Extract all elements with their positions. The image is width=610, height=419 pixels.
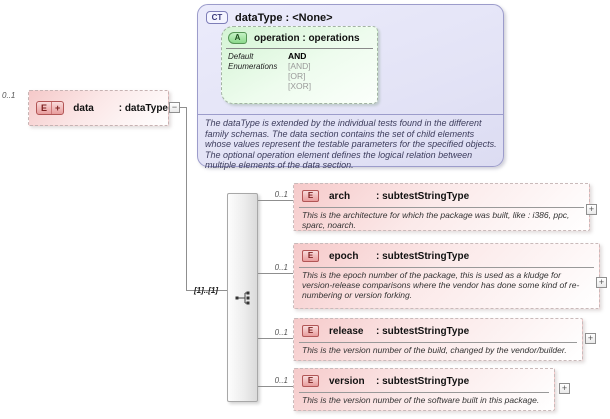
facet-value: [AND] — [288, 61, 311, 71]
cardinality-label: 0..1 — [2, 91, 16, 100]
connector-line — [258, 386, 293, 387]
facet-label: Default — [228, 52, 254, 61]
cardinality-label: 0..1 — [274, 328, 288, 337]
facet-value: [XOR] — [288, 81, 312, 91]
complextype-icon: CT — [206, 11, 228, 24]
element-name: release — [329, 325, 364, 337]
separator — [226, 48, 373, 49]
element-arch[interactable]: E arch : subtestStringType This is the a… — [293, 183, 590, 231]
connector-line — [186, 107, 187, 291]
attribute-operation[interactable]: A operation : operations Default AND Enu… — [221, 26, 378, 104]
expand-button[interactable]: + — [596, 277, 607, 288]
element-version[interactable]: E version : subtestStringType This is th… — [293, 368, 555, 411]
element-icon: E — [302, 190, 319, 202]
connector-line — [258, 338, 293, 339]
compositor-cardinality-label: [1]..[1] — [194, 286, 218, 295]
attribute-header: A operation : operations — [222, 27, 377, 44]
separator — [198, 114, 503, 115]
separator — [299, 267, 594, 268]
complextype-panel: CT dataType : <None> A operation : opera… — [197, 4, 504, 170]
element-type: : subtestStringType — [376, 190, 470, 202]
element-type: : dataType — [118, 102, 168, 114]
element-type: : subtestStringType — [376, 325, 470, 337]
element-description: This is the architecture for which the p… — [302, 210, 570, 231]
element-icon: E — [302, 325, 319, 337]
element-type: : subtestStringType — [376, 375, 470, 387]
element-epoch[interactable]: E epoch : subtestStringType This is the … — [293, 243, 600, 309]
attribute-title: operation : operations — [254, 32, 360, 44]
element-badge-letter: E — [37, 102, 53, 114]
complextype-title: dataType : <None> — [235, 11, 333, 24]
facet-label: Enumerations — [228, 62, 278, 71]
element-type: : subtestStringType — [376, 250, 470, 262]
expand-button[interactable]: + — [585, 333, 596, 344]
separator — [299, 342, 577, 343]
cardinality-label: 0..1 — [274, 263, 288, 272]
separator — [299, 207, 584, 208]
element-icon: E — [302, 375, 319, 387]
connector-line — [187, 290, 227, 291]
element-with-children-icon: E + — [36, 101, 65, 115]
complextype-header: CT dataType : <None> — [206, 11, 333, 24]
collapse-button[interactable]: − — [169, 102, 180, 113]
element-description: This is the version number of the softwa… — [302, 395, 540, 405]
element-header: E arch : subtestStringType — [294, 184, 589, 204]
element-name: version — [329, 375, 365, 387]
expand-button[interactable]: + — [559, 383, 570, 394]
cardinality-label: 0..1 — [274, 376, 288, 385]
facet-value: AND — [288, 51, 307, 61]
attribute-icon: A — [228, 32, 247, 44]
element-badge-plus: + — [55, 103, 61, 113]
element-name: arch — [329, 190, 351, 202]
element-name: data — [73, 102, 94, 114]
element-description: This is the version number of the build,… — [302, 345, 567, 355]
element-description: This is the epoch number of the package,… — [302, 270, 580, 301]
element-header: E version : subtestStringType — [294, 369, 554, 389]
cardinality-label: 0..1 — [274, 190, 288, 199]
connector-line — [180, 107, 186, 108]
element-header: E release : subtestStringType — [294, 319, 582, 339]
sequence-compositor-icon — [235, 291, 250, 305]
connector-line — [258, 200, 293, 201]
element-name: epoch — [329, 250, 359, 262]
complextype-description: The dataType is extended by the individu… — [205, 118, 497, 171]
element-release[interactable]: E release : subtestStringType This is th… — [293, 318, 583, 361]
attribute-facets: Default AND Enumerations [AND] [OR] [XOR… — [222, 49, 377, 91]
separator — [299, 392, 549, 393]
element-data[interactable]: E + data : dataType — [28, 90, 169, 126]
element-header: E epoch : subtestStringType — [294, 244, 599, 264]
facet-value: [OR] — [288, 71, 306, 81]
element-icon: E — [302, 250, 319, 262]
connector-line — [258, 273, 293, 274]
expand-button[interactable]: + — [586, 204, 597, 215]
